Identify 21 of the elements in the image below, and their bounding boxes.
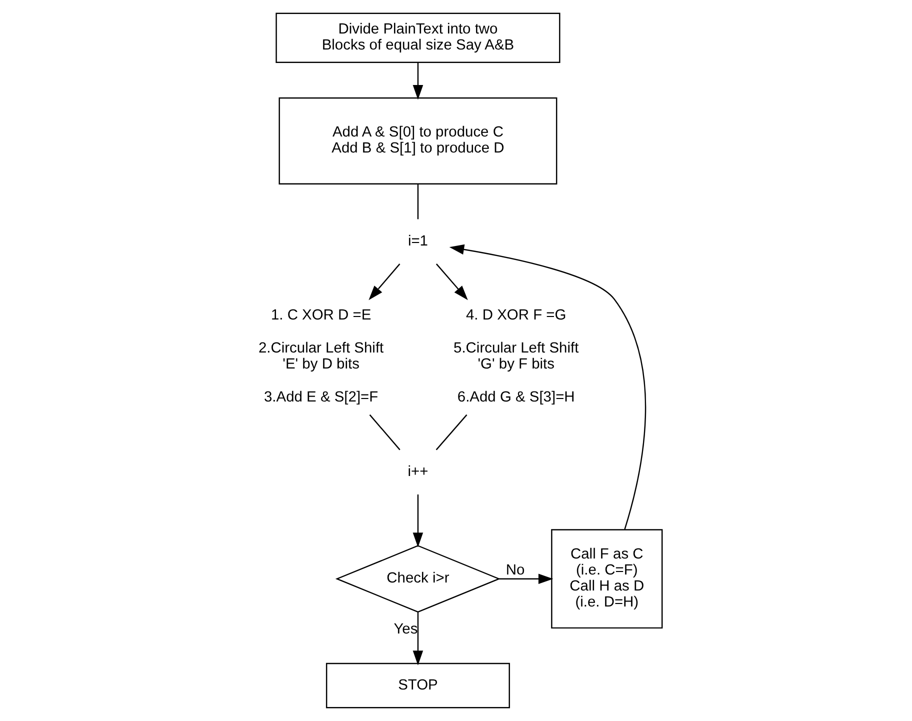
arrow [368, 264, 400, 300]
node-text: i=1 [408, 233, 428, 250]
arrow [449, 244, 646, 530]
node-text: i++ [408, 464, 428, 480]
node-box: Divide PlainText into two Blocks of equal size Say A&B [276, 12, 560, 64]
node-text: 4. D XOR F =G 5.Circular Left Shift 'G' by F bits 6.Add G & S[3]=H [454, 308, 579, 406]
connector [369, 414, 400, 450]
edge-label: Yes [394, 622, 418, 638]
node-box: Add A & S[0] to produce C Add B & S[1] to produce D [278, 97, 558, 184]
node-box: STOP [326, 662, 510, 708]
connector [417, 184, 419, 220]
node-diamond: Check i>r [335, 545, 501, 613]
connector [436, 414, 468, 450]
node-text: 1. C XOR D =E 2.Circular Left Shift 'E' by D bits 3.Add E & S[2]=F [258, 308, 384, 406]
arrow [436, 264, 468, 300]
node-box: Call F as C (i.e. C=F) Call H as D (i.e. D=H) [551, 529, 663, 629]
arrow [412, 612, 424, 666]
edge-label: No [506, 562, 525, 579]
arrow [412, 494, 424, 548]
arrow [412, 62, 424, 100]
arrow [499, 574, 554, 584]
